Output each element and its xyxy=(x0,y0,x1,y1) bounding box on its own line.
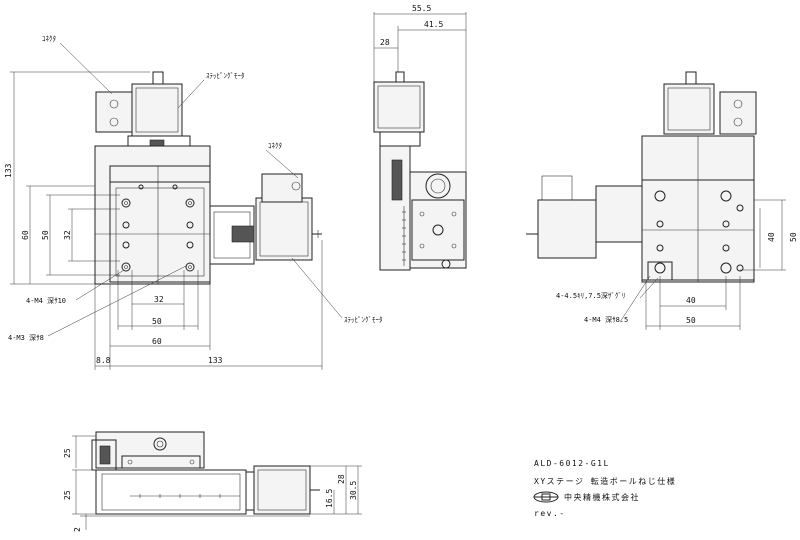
rear-view: 40 50 40 50 4-4.5ｷﾘ,7.5深ｻﾞｸﾞﾘ 4-M4 深ｻ8.5 xyxy=(526,71,798,330)
front-view-dimensions: 133 60 50 32 32 50 60 133 8.8 ｺﾈｸﾀ ｽﾃｯﾋﾟ… xyxy=(4,35,383,370)
dim-32-vertical: 32 xyxy=(63,230,72,240)
dim-55-5: 55.5 xyxy=(412,4,431,13)
dim-40-vertical-rear: 40 xyxy=(767,232,776,242)
label-connector-front: ｺﾈｸﾀ xyxy=(42,35,56,43)
dim-25-top-side: 25 xyxy=(63,448,72,458)
company-name: 中央精機株式会社 xyxy=(564,492,640,502)
label-m3-depth8: 4-M3 深ｻ8 xyxy=(8,333,44,342)
dim-41-5: 41.5 xyxy=(424,20,443,29)
label-stepping-motor-side: ｽﾃｯﾋﾟﾝｸﾞﾓｰﾀ xyxy=(344,316,383,324)
dim-2: 2 xyxy=(73,527,82,532)
dim-28-top: 28 xyxy=(380,38,390,47)
dim-32-horizontal: 32 xyxy=(154,295,164,304)
dim-60-horizontal: 60 xyxy=(152,337,162,346)
dim-133-vertical: 133 xyxy=(4,163,13,178)
title-block: ALD-6012-G1L XYステージ 転造ボールねじ仕様 中央精機株式会社 r… xyxy=(533,459,676,518)
dim-8-8: 8.8 xyxy=(96,356,111,365)
dim-50-horizontal-rear: 50 xyxy=(686,316,696,325)
revision: rev.- xyxy=(534,509,566,518)
dim-16-5: 16.5 xyxy=(325,489,334,508)
dim-25-bottom-side: 25 xyxy=(63,490,72,500)
dim-133-horizontal: 133 xyxy=(208,356,223,365)
dim-50-vertical-rear: 50 xyxy=(789,232,798,242)
front-view xyxy=(94,71,322,285)
label-counterbore: 4-4.5ｷﾘ,7.5深ｻﾞｸﾞﾘ xyxy=(556,291,625,300)
dim-28-side: 28 xyxy=(337,474,346,484)
dim-40-horizontal-rear: 40 xyxy=(686,296,696,305)
company-logo-icon xyxy=(533,491,559,503)
dim-50-horizontal: 50 xyxy=(152,317,162,326)
label-m4-depth8-5: 4-M4 深ｻ8.5 xyxy=(584,315,628,324)
label-stepping-motor-front: ｽﾃｯﾋﾟﾝｸﾞﾓｰﾀ xyxy=(206,72,245,80)
model-number: ALD-6012-G1L xyxy=(534,459,610,468)
side-view: 55.5 41.5 28 xyxy=(373,4,467,271)
dim-30-5: 30.5 xyxy=(349,481,358,500)
label-connector-side-motor: ｺﾈｸﾀ xyxy=(268,142,282,150)
product-description: XYステージ 転造ボールねじ仕様 xyxy=(534,476,676,486)
label-m4-depth10: 4-M4 深ｻ10 xyxy=(26,296,66,305)
dim-60-vertical: 60 xyxy=(21,230,30,240)
dim-50-vertical: 50 xyxy=(41,230,50,240)
bottom-side-view: 25 25 2 28 30.5 16.5 xyxy=(63,431,362,532)
